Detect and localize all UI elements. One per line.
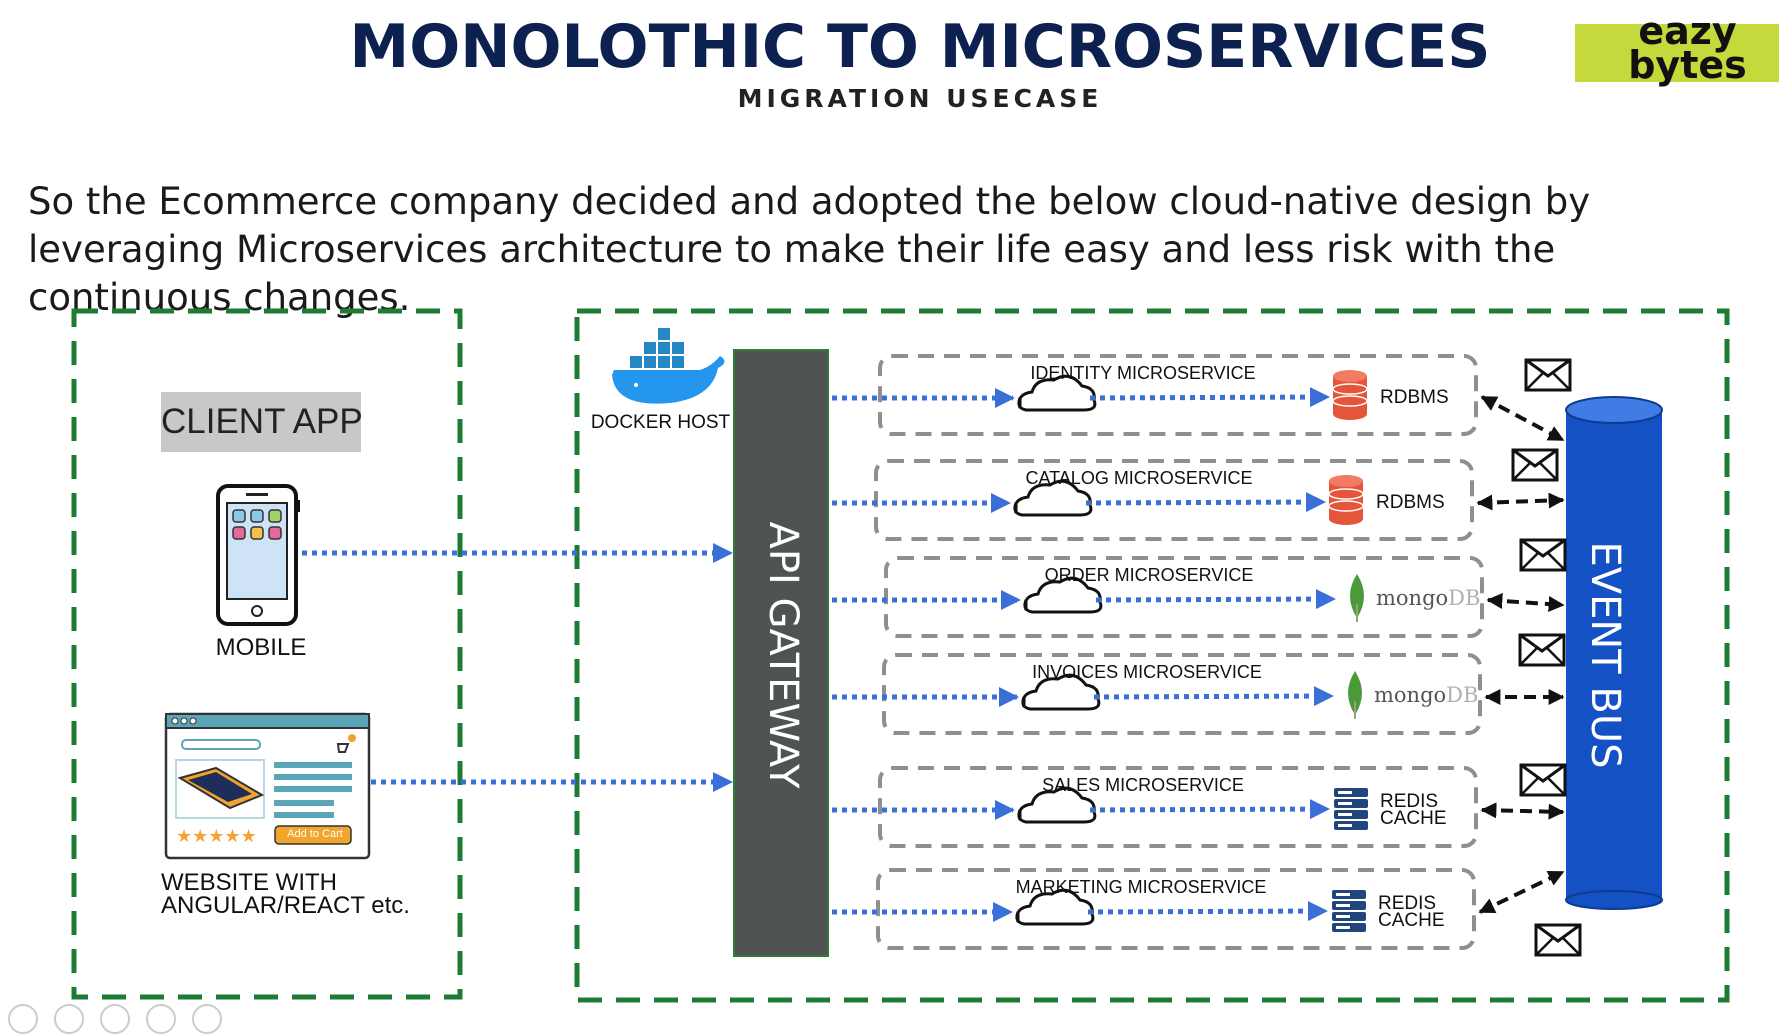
logo-line-1: eazy bbox=[1638, 9, 1737, 53]
message-envelope-icon bbox=[1511, 448, 1559, 482]
docker-whale-icon bbox=[612, 328, 725, 404]
database-label-line-2: DB bbox=[1448, 586, 1481, 610]
message-envelope-icon bbox=[1519, 538, 1567, 572]
database-label-line-1: RDBMS bbox=[1376, 492, 1445, 513]
client-app-title: CLIENT APP bbox=[161, 392, 363, 452]
microservice-box bbox=[876, 868, 1476, 950]
microservice-name: IDENTITY MICROSERVICE bbox=[1030, 363, 1256, 383]
microservice-box bbox=[878, 766, 1478, 848]
mobile-label: MOBILE bbox=[215, 634, 307, 661]
database-label-line-2: CACHE bbox=[1380, 808, 1447, 829]
client-group-border bbox=[71, 308, 463, 1000]
microservice-name: ORDER MICROSERVICE bbox=[1044, 565, 1254, 585]
redis-server-icon bbox=[1332, 890, 1366, 932]
api-gateway: API GATEWAY bbox=[733, 349, 829, 957]
message-envelope-icon bbox=[1534, 923, 1582, 957]
cloud-icon bbox=[1017, 786, 1097, 824]
microservice-name: INVOICES MICROSERVICE bbox=[1032, 662, 1262, 682]
message-envelope-icon bbox=[1519, 763, 1567, 797]
service-event-bus-arrow bbox=[1478, 870, 1565, 914]
event-bus-cylinder bbox=[1565, 396, 1663, 910]
website-label: WEBSITE WITH ANGULAR/REACT etc. bbox=[161, 869, 410, 919]
message-envelope-icon bbox=[1524, 358, 1572, 392]
database-label-line-1: mongo bbox=[1374, 683, 1447, 707]
service-event-bus-arrow bbox=[1476, 492, 1565, 511]
database-label-line-2: DB bbox=[1446, 683, 1479, 707]
database-label-line-1: REDIS bbox=[1380, 791, 1439, 812]
eazybytes-logo: eazy bytes bbox=[1605, 9, 1770, 87]
database-label: RDBMS bbox=[1380, 387, 1449, 408]
cloud-icon bbox=[1015, 888, 1095, 926]
microservice-box bbox=[878, 354, 1478, 436]
service-event-bus-arrow bbox=[1480, 395, 1565, 442]
cloud-icon bbox=[1017, 374, 1097, 412]
logo-background bbox=[1575, 24, 1779, 82]
service-event-bus-arrow bbox=[1486, 592, 1565, 613]
cloud-icon bbox=[1023, 576, 1103, 614]
mobile-phone-icon bbox=[216, 484, 300, 626]
api-gateway-label: API GATEWAY bbox=[760, 521, 806, 789]
play-button[interactable] bbox=[8, 1004, 38, 1034]
add-to-cart-button-label: Add to Cart bbox=[287, 828, 343, 840]
mongodb-leaf-icon bbox=[1348, 671, 1362, 719]
cloud-icon bbox=[1013, 479, 1093, 517]
service-to-db-arrow bbox=[1087, 901, 1328, 922]
service-to-db-arrow bbox=[1095, 589, 1336, 610]
zoom-button[interactable] bbox=[146, 1004, 176, 1034]
microservice-name: MARKETING MICROSERVICE bbox=[1015, 877, 1267, 897]
slide-toolbar bbox=[8, 1000, 238, 1034]
message-envelope-icon bbox=[1518, 633, 1566, 667]
website-label-line-1: WEBSITE WITH bbox=[161, 869, 337, 896]
service-to-db-arrow bbox=[1093, 686, 1334, 707]
database-label: mongoDB bbox=[1374, 683, 1478, 707]
slides-button[interactable] bbox=[100, 1004, 130, 1034]
page-subtitle: MIGRATION USECASE bbox=[737, 84, 1103, 113]
microservice-box bbox=[874, 459, 1474, 541]
microservice-box bbox=[882, 653, 1482, 735]
redis-server-icon bbox=[1334, 788, 1368, 830]
database-icon bbox=[1328, 475, 1364, 525]
microservice-name: SALES MICROSERVICE bbox=[1042, 775, 1244, 795]
database-label-line-2: CACHE bbox=[1378, 910, 1445, 931]
more-options-button[interactable] bbox=[192, 1004, 222, 1034]
website-label-line-2: ANGULAR/REACT etc. bbox=[161, 892, 410, 919]
database-label-line-1: mongo bbox=[1376, 586, 1449, 610]
microservice-box bbox=[884, 556, 1484, 638]
database-icon bbox=[1332, 370, 1368, 420]
svg-text:★★★★★: ★★★★★ bbox=[176, 826, 257, 847]
database-label: mongoDB bbox=[1376, 586, 1480, 610]
server-group-border bbox=[574, 308, 1730, 1003]
docker-host-label: DOCKER HOST bbox=[590, 412, 731, 433]
database-label-line-1: RDBMS bbox=[1380, 387, 1449, 408]
cloud-icon bbox=[1021, 673, 1101, 711]
logo-line-2: bytes bbox=[1628, 43, 1747, 87]
service-to-db-arrow bbox=[1089, 387, 1330, 408]
service-to-db-arrow bbox=[1085, 492, 1326, 513]
page-title: MONOLOTHIC TO MICROSERVICES bbox=[349, 12, 1491, 82]
service-event-bus-arrow bbox=[1480, 802, 1565, 820]
service-to-db-arrow bbox=[1089, 799, 1330, 820]
microservice-name: CATALOG MICROSERVICE bbox=[1025, 468, 1253, 488]
database-label-line-1: REDIS bbox=[1378, 893, 1437, 914]
pen-button[interactable] bbox=[54, 1004, 84, 1034]
database-label: RDBMS bbox=[1376, 492, 1445, 513]
mongodb-leaf-icon bbox=[1350, 574, 1364, 622]
event-bus-label: EVENT BUS bbox=[1582, 541, 1628, 769]
website-mockup-icon: ★★★★★ bbox=[164, 712, 371, 860]
